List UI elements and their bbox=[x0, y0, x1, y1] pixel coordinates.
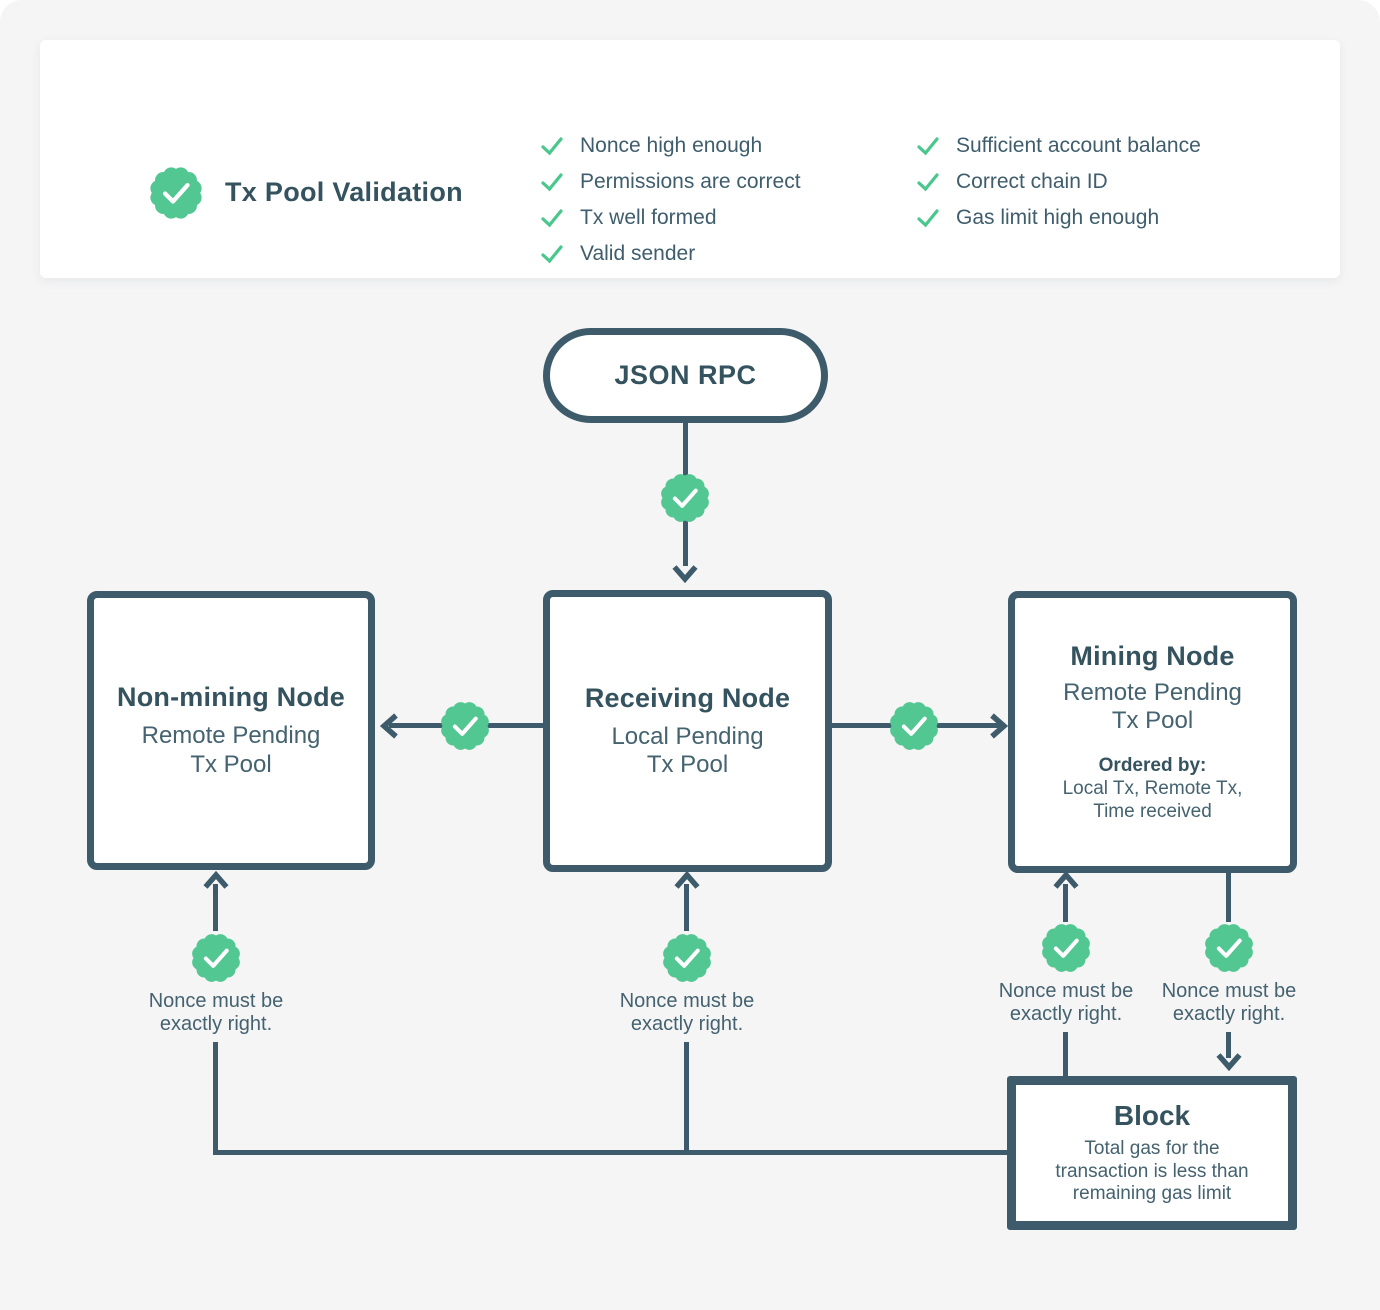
validation-legend-card: Tx Pool Validation Nonce high enough Per… bbox=[40, 40, 1340, 278]
seal-checkmark-icon bbox=[438, 699, 492, 753]
nonce-note: Nonce must be exactly right. bbox=[966, 980, 1166, 1026]
arrowhead-icon bbox=[990, 712, 1008, 740]
ordered-by-label: Ordered by: bbox=[1098, 755, 1207, 777]
nonce-note: Nonce must be exactly right. bbox=[587, 990, 787, 1036]
checklist-item-label: Tx well formed bbox=[580, 206, 717, 229]
connector-to-receiving bbox=[684, 884, 689, 931]
checklist-column-2: Sufficient account balance Correct chain… bbox=[916, 128, 1201, 236]
check-icon bbox=[917, 137, 939, 155]
checklist-item-label: Valid sender bbox=[580, 242, 696, 265]
nonce-note: Nonce must be exactly right. bbox=[116, 990, 316, 1036]
check-icon bbox=[541, 245, 563, 263]
check-icon bbox=[541, 209, 563, 227]
connector-mining-to-block-stub bbox=[1226, 870, 1231, 922]
block-desc-line: transaction is less than bbox=[1055, 1160, 1249, 1182]
block-desc-line: Total gas for the bbox=[1084, 1137, 1220, 1159]
json-rpc-node: JSON RPC bbox=[543, 328, 828, 423]
block-title: Block bbox=[1113, 1099, 1191, 1131]
checklist-item: Gas limit high enough bbox=[916, 200, 1201, 236]
nonce-note-line: exactly right. bbox=[159, 1013, 273, 1035]
nonce-note-line: Nonce must be bbox=[998, 980, 1134, 1002]
connector-block-to-mining-stub bbox=[1063, 1032, 1068, 1076]
seal-checkmark-icon bbox=[887, 699, 941, 753]
checklist-item: Sufficient account balance bbox=[916, 128, 1201, 164]
nonce-note-line: exactly right. bbox=[1172, 1003, 1286, 1025]
arrowhead-icon bbox=[671, 565, 699, 583]
checklist-item-label: Permissions are correct bbox=[580, 170, 801, 193]
checklist-item: Valid sender bbox=[540, 236, 801, 272]
check-icon bbox=[541, 173, 563, 191]
connector-to-mining bbox=[1063, 884, 1068, 922]
checklist-column-1: Nonce high enough Permissions are correc… bbox=[540, 128, 801, 272]
nonce-note-line: exactly right. bbox=[630, 1013, 744, 1035]
checklist-item-label: Sufficient account balance bbox=[956, 134, 1201, 157]
ordered-by-group: Ordered by: Local Tx, Remote Tx, Time re… bbox=[1063, 755, 1243, 823]
nonce-note-line: Nonce must be bbox=[148, 990, 284, 1012]
ordered-by-line: Time received bbox=[1093, 801, 1212, 823]
checklist-item: Permissions are correct bbox=[540, 164, 801, 200]
checklist-item: Correct chain ID bbox=[916, 164, 1201, 200]
non-mining-node-box: Non-mining Node Remote Pending Tx Pool bbox=[87, 591, 375, 870]
connector-nonce-center-stub bbox=[684, 1042, 689, 1155]
connector-into-block bbox=[1226, 1032, 1231, 1058]
node-title: Non-mining Node bbox=[117, 682, 345, 713]
receiving-node-box: Receiving Node Local Pending Tx Pool bbox=[543, 590, 832, 872]
checklist-item-label: Gas limit high enough bbox=[956, 206, 1160, 229]
node-title: Receiving Node bbox=[584, 682, 791, 713]
seal-checkmark-icon bbox=[658, 471, 712, 525]
connector-to-non-mining bbox=[213, 884, 218, 931]
node-subtitle-line: Remote Pending bbox=[141, 722, 321, 750]
seal-checkmark-icon bbox=[147, 164, 205, 222]
block-desc-line: remaining gas limit bbox=[1072, 1183, 1232, 1205]
checklist-item: Nonce high enough bbox=[540, 128, 801, 164]
checklist-item-label: Correct chain ID bbox=[956, 170, 1108, 193]
connector-block-feedback-line bbox=[213, 1150, 1007, 1155]
nonce-note: Nonce must be exactly right. bbox=[1129, 980, 1329, 1026]
node-subtitle-line: Tx Pool bbox=[1111, 706, 1194, 734]
node-subtitle-line: Tx Pool bbox=[646, 751, 729, 778]
connector-nonce-left-stub bbox=[213, 1042, 218, 1155]
json-rpc-label: JSON RPC bbox=[614, 360, 757, 390]
arrowhead-icon bbox=[1215, 1053, 1243, 1071]
node-subtitle-line: Local Pending bbox=[611, 722, 764, 750]
checklist-item: Tx well formed bbox=[540, 200, 801, 236]
node-subtitle-line: Tx Pool bbox=[190, 750, 272, 778]
check-icon bbox=[917, 173, 939, 191]
nonce-note-line: Nonce must be bbox=[619, 990, 755, 1012]
mining-node-box: Mining Node Remote Pending Tx Pool Order… bbox=[1008, 591, 1297, 873]
seal-checkmark-icon bbox=[189, 931, 243, 985]
arrowhead-icon bbox=[380, 712, 398, 740]
card-title: Tx Pool Validation bbox=[225, 177, 463, 207]
nonce-note-line: exactly right. bbox=[1009, 1003, 1123, 1025]
nonce-note-line: Nonce must be bbox=[1161, 980, 1297, 1002]
node-title: Mining Node bbox=[1070, 640, 1235, 671]
check-icon bbox=[917, 209, 939, 227]
block-box: Block Total gas for the transaction is l… bbox=[1007, 1076, 1297, 1230]
checklist-item-label: Nonce high enough bbox=[580, 134, 763, 157]
seal-checkmark-icon bbox=[1202, 921, 1256, 975]
ordered-by-line: Local Tx, Remote Tx, bbox=[1062, 778, 1243, 800]
seal-checkmark-icon bbox=[660, 931, 714, 985]
seal-checkmark-icon bbox=[1039, 921, 1093, 975]
node-subtitle-line: Remote Pending bbox=[1063, 678, 1242, 706]
check-icon bbox=[541, 137, 563, 155]
